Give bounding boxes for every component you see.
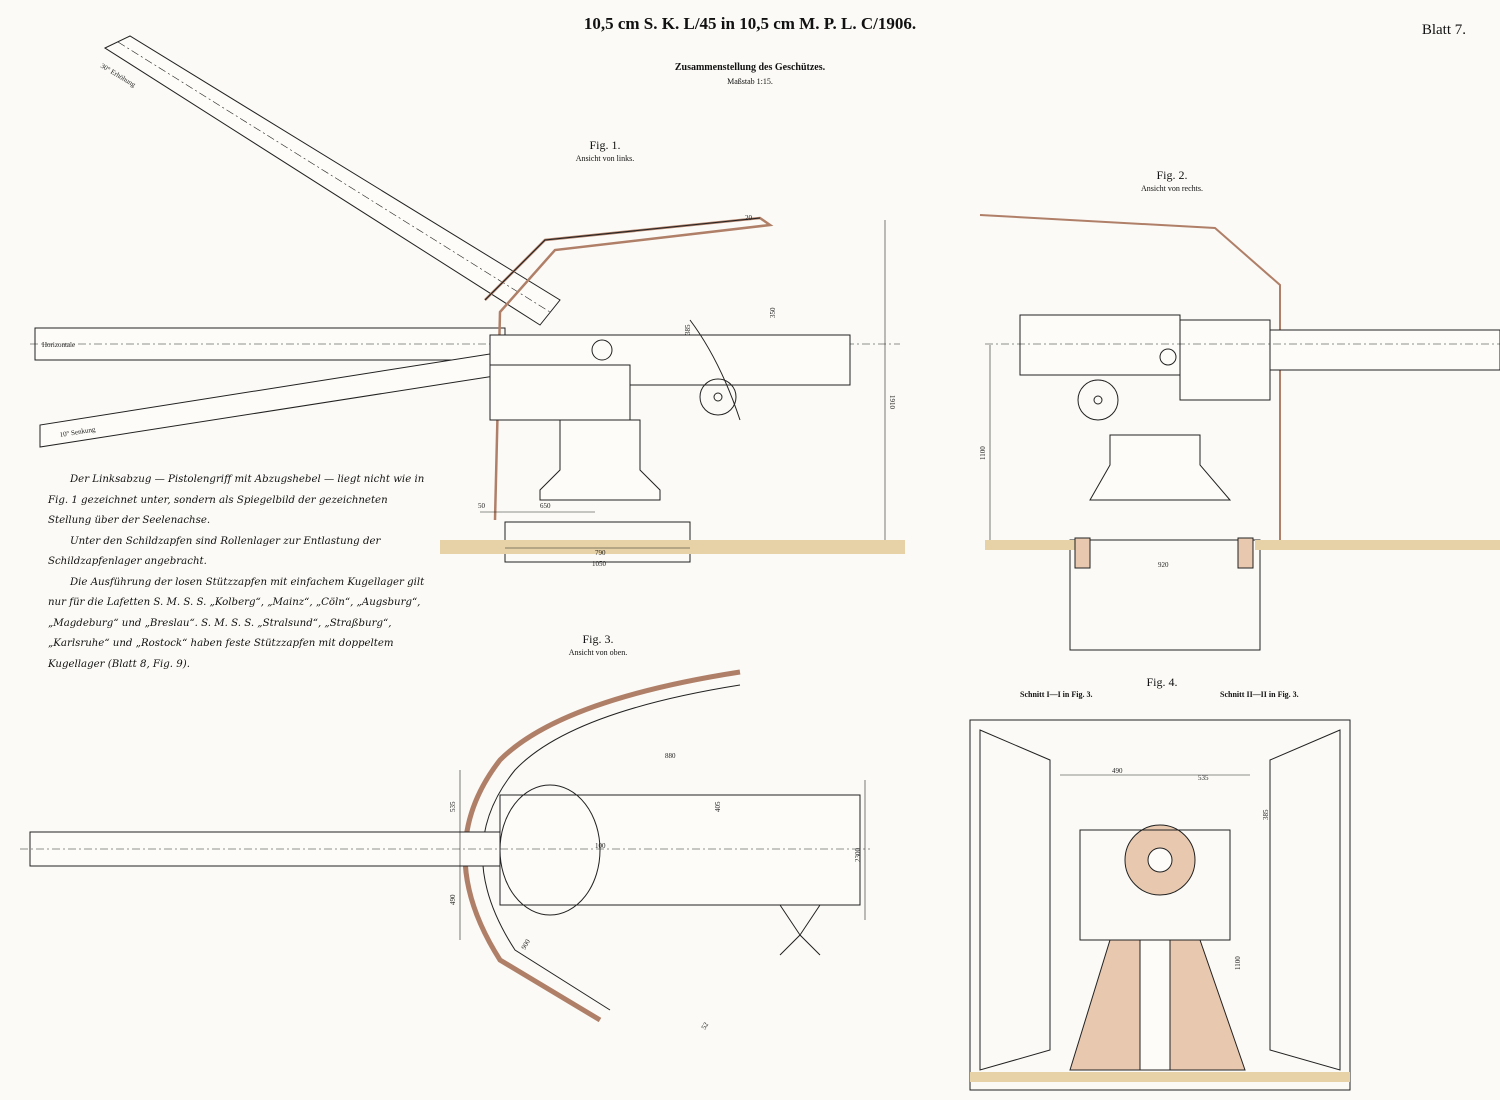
barrel-depressed: [39, 349, 521, 448]
dim-label: 535: [449, 801, 457, 812]
drawing-subtitle: Zusammenstellung des Geschützes.: [674, 62, 826, 73]
dim-label: 900: [520, 937, 532, 951]
label-elevation: 30° Erhöhung: [99, 62, 137, 89]
shield: [462, 669, 741, 1023]
dim-label: 385: [684, 324, 692, 335]
drawing-scale: Maßstab 1:15.: [727, 77, 773, 86]
dim-label: 52: [700, 1021, 711, 1031]
dim-label: 490: [449, 894, 457, 905]
dim-label: 2300: [854, 848, 862, 863]
dim-label: 100: [595, 842, 606, 850]
fig3-top-view: [20, 669, 870, 1023]
label-horizontal: Horizontale: [42, 341, 75, 349]
fig4-section-view: [969, 719, 1351, 1091]
note-paragraph: Die Ausführung der losen Stützzapfen mit…: [48, 576, 425, 670]
dim-label: 920: [1158, 561, 1169, 569]
fig2-caption: Ansicht von rechts.: [1141, 184, 1203, 193]
dim-label: 1050: [592, 560, 607, 568]
fig4-label: Fig. 4.: [1146, 675, 1178, 689]
dim-label: 1100: [1234, 956, 1242, 970]
fig1-left-view: [30, 35, 905, 563]
barrel-elevated: [103, 35, 561, 326]
fig2-right-view: [979, 214, 1500, 651]
fig4-section-left: Schnitt I—I in Fig. 3.: [1020, 690, 1093, 699]
dim-label: 1910: [888, 395, 896, 410]
pedestal: [1089, 434, 1232, 501]
note-paragraph: Unter den Schildzapfen sind Rollenlager …: [48, 535, 381, 568]
dim-label: 790: [595, 549, 606, 557]
fig3-caption: Ansicht von oben.: [568, 648, 628, 657]
dim-label: 490: [1112, 767, 1123, 775]
dim-label: 880: [665, 752, 676, 760]
dim-label: 385: [1262, 809, 1270, 820]
deck: [440, 540, 905, 554]
fig4-section-right: Schnitt II—II in Fig. 3.: [1220, 690, 1299, 699]
dim-label: 350: [769, 307, 777, 318]
fig1-caption: Ansicht von links.: [575, 154, 635, 163]
fig2-label: Fig. 2.: [1156, 168, 1188, 182]
dim-label: 1100: [979, 446, 987, 460]
dim-label: 650: [540, 502, 551, 510]
fig3-label: Fig. 3.: [582, 632, 614, 646]
drawing-title: 10,5 cm S. K. L/45 in 10,5 cm M. P. L. C…: [583, 14, 917, 33]
dim-label: 50: [478, 502, 486, 510]
handwritten-note: Der Linksabzug — Pistolengriff mit Abzug…: [48, 470, 433, 675]
sheet-number: Blatt 7.: [1421, 22, 1466, 38]
dim-label: 20: [745, 214, 753, 222]
dim-label: 535: [1198, 774, 1209, 782]
fig1-label: Fig. 1.: [589, 138, 621, 152]
shield: [979, 214, 1281, 540]
dim-label: 405: [714, 801, 722, 812]
pedestal: [539, 419, 661, 501]
note-paragraph: Der Linksabzug — Pistolengriff mit Abzug…: [48, 474, 425, 526]
